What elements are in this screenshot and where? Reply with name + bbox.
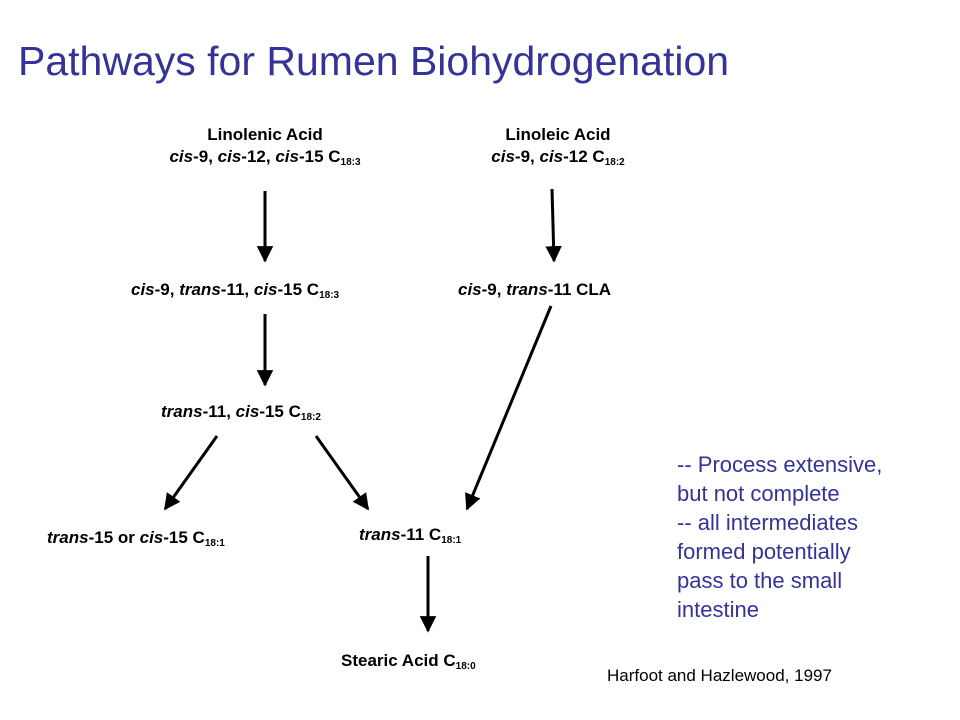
node-c9-t11-cla: cis-9, trans-11 CLA xyxy=(458,280,612,299)
node-stearic-acid: Stearic Acid C18:0 xyxy=(341,651,476,672)
node-c9-t11-c15-c183: cis-9, trans-11, cis-15 C18:3 xyxy=(131,280,340,301)
node-linolenic-name: Linolenic Acid xyxy=(207,125,323,144)
note-line: -- all intermediates xyxy=(677,510,858,535)
arrow-linoleic-to-cla xyxy=(545,188,562,263)
note-line: -- Process extensive, xyxy=(677,452,883,477)
node-linoleic-name: Linoleic Acid xyxy=(505,125,611,144)
node-t11-c15-c182: trans-11, cis-15 C18:2 xyxy=(161,402,321,423)
note-line: but not complete xyxy=(677,481,840,506)
node-linoleic-acid: Linoleic Acid cis-9, cis-12 C18:2 xyxy=(468,124,648,168)
node-t15-or-c15-c181: trans-15 or cis-15 C18:1 xyxy=(47,528,225,549)
node-linoleic-formula: cis-9, cis-12 C18:2 xyxy=(491,147,625,168)
arrow-t11c15-to-t15c15 xyxy=(163,435,219,511)
note-line: intestine xyxy=(677,597,759,622)
arrow-cla-to-t11 xyxy=(465,305,553,511)
note-line: formed potentially xyxy=(677,539,851,564)
node-linolenic-formula: cis-9, cis-12, cis-15 C18:3 xyxy=(169,147,361,168)
arrow-t11c15-to-t11 xyxy=(314,435,370,511)
citation: Harfoot and Hazlewood, 1997 xyxy=(607,666,832,685)
node-linolenic-acid: Linolenic Acid cis-9, cis-12, cis-15 C18… xyxy=(143,124,387,168)
note-line: pass to the small xyxy=(677,568,843,593)
page-title: Pathways for Rumen Biohydrogenation xyxy=(18,38,730,84)
process-note: -- Process extensive, but not complete -… xyxy=(677,450,947,624)
node-t11-c181: trans-11 C18:1 xyxy=(359,525,462,546)
